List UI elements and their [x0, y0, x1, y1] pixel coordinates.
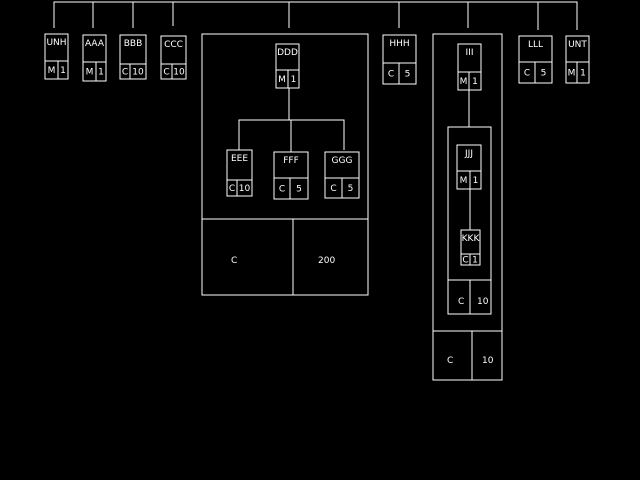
node-name: BBB — [124, 39, 143, 49]
group-frame — [432, 33, 503, 381]
node-value: 5 — [296, 185, 302, 195]
node-frame — [456, 144, 482, 190]
node-name: HHH — [389, 39, 409, 49]
group-iii_group: C 10 — [432, 33, 503, 381]
node-type: M — [460, 77, 468, 87]
group-jjj_group: C 10 — [447, 126, 492, 315]
node-name: GGG — [332, 156, 353, 166]
node-value: 1 — [472, 77, 478, 87]
node-name: EEE — [231, 154, 248, 164]
group-frame — [201, 33, 369, 296]
connector-lines — [53, 1, 578, 230]
node-type: C — [229, 184, 235, 194]
node-value: 5 — [348, 184, 354, 194]
node-fff[interactable]: FFF C 5 — [273, 151, 309, 200]
node-name: CCC — [164, 40, 183, 50]
node-type: C — [330, 184, 336, 194]
node-type: C — [279, 185, 285, 195]
node-value: 10 — [132, 68, 144, 78]
node-frame — [44, 33, 69, 80]
node-value: 1 — [291, 75, 297, 85]
node-frame — [82, 34, 107, 82]
group-type: C — [447, 356, 453, 366]
node-name: III — [466, 48, 474, 58]
node-name: LLL — [528, 40, 543, 50]
node-type: C — [462, 256, 468, 266]
node-bbb[interactable]: BBB C 10 — [119, 34, 147, 80]
node-name: AAA — [85, 39, 105, 49]
node-frame — [160, 35, 187, 80]
node-value: 1 — [60, 66, 66, 76]
node-value: 1 — [580, 69, 586, 79]
node-type: M — [86, 68, 94, 78]
node-value: 10 — [239, 184, 251, 194]
group-value: 10 — [477, 297, 489, 307]
node-type: C — [122, 68, 128, 78]
group-type: C — [231, 256, 237, 266]
node-value: 10 — [173, 68, 185, 78]
node-hhh[interactable]: HHH C 5 — [382, 34, 417, 85]
node-name: JJJ — [464, 149, 473, 159]
group-value: 200 — [318, 256, 335, 266]
node-name: DDD — [277, 48, 298, 58]
group-ddd_group: C 200 — [201, 33, 369, 296]
node-type: C — [163, 68, 169, 78]
group-value: 10 — [482, 356, 494, 366]
node-type: M — [48, 66, 56, 76]
node-lll[interactable]: LLL C 5 — [518, 35, 553, 84]
node-ggg[interactable]: GGG C 5 — [324, 151, 360, 199]
node-value: 1 — [472, 256, 478, 266]
node-type: M — [568, 69, 576, 79]
node-value: 1 — [98, 68, 104, 78]
node-type: M — [460, 176, 468, 186]
node-value: 5 — [405, 70, 411, 80]
node-name: UNH — [46, 38, 66, 48]
node-type: C — [524, 69, 530, 79]
node-frame — [119, 34, 147, 80]
node-name: KKK — [462, 234, 481, 244]
node-value: 5 — [541, 69, 547, 79]
node-name: UNT — [568, 40, 587, 50]
node-frame — [273, 151, 309, 200]
node-type: C — [388, 70, 394, 80]
node-name: FFF — [283, 156, 299, 166]
node-type: M — [278, 75, 286, 85]
node-frame — [226, 149, 253, 197]
node-eee[interactable]: EEE C 10 — [226, 149, 253, 197]
group-type: C — [458, 297, 464, 307]
node-value: 1 — [473, 176, 479, 186]
